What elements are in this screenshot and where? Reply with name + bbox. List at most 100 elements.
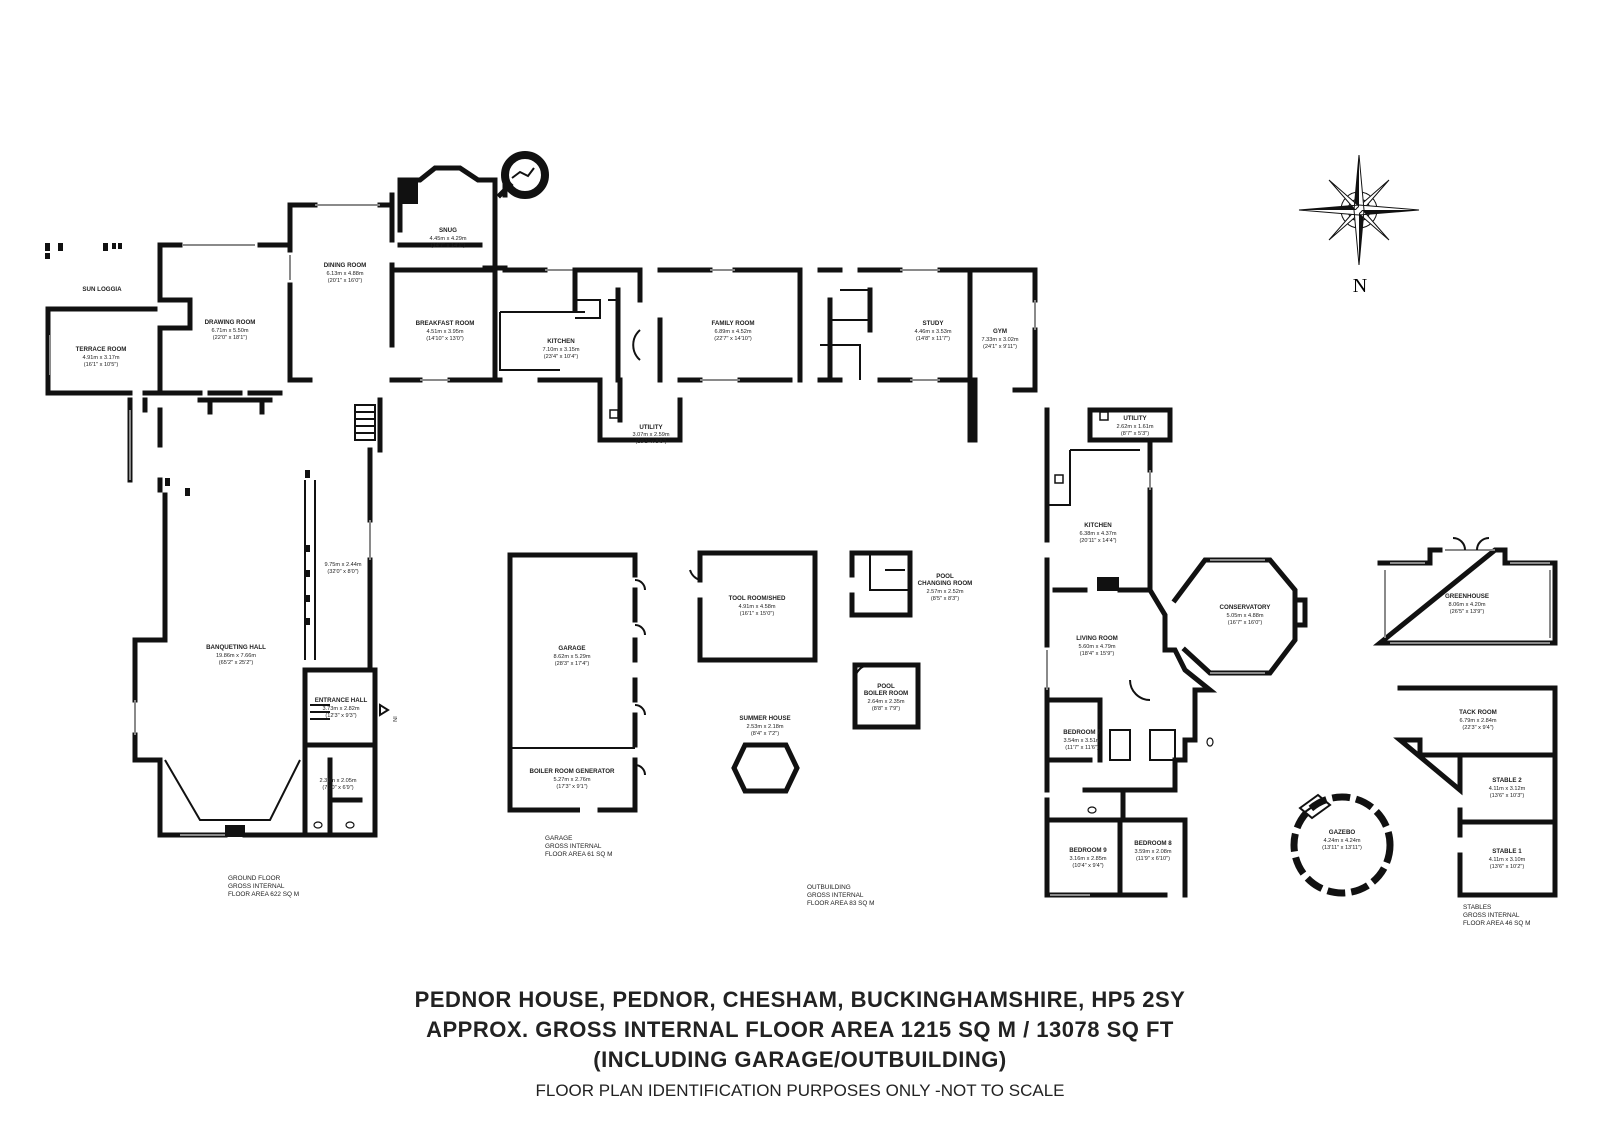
svg-text:4.91m x 4.58m: 4.91m x 4.58m [739, 604, 776, 610]
svg-text:(26'5" x 13'9"): (26'5" x 13'9") [1450, 609, 1485, 615]
label-utility: UTILITY [639, 424, 663, 431]
compass-rose [1298, 154, 1420, 266]
svg-text:5.60m x 4.79m: 5.60m x 4.79m [1079, 644, 1116, 650]
tool-room-walls [689, 550, 818, 663]
svg-text:3.07m x 2.59m: 3.07m x 2.59m [633, 432, 670, 438]
svg-text:CHANGING ROOM: CHANGING ROOM [918, 580, 973, 587]
label-breakfast-room: BREAKFAST ROOM [416, 320, 475, 327]
svg-text:6.13m x 4.88m: 6.13m x 4.88m [327, 271, 364, 277]
svg-text:(13'6" x 10'2"): (13'6" x 10'2") [1490, 864, 1525, 870]
svg-text:(10'1" x 8'6"): (10'1" x 8'6") [635, 439, 666, 445]
svg-text:4.24m x 4.24m: 4.24m x 4.24m [1324, 838, 1361, 844]
svg-text:4.91m x 3.17m: 4.91m x 3.17m [83, 355, 120, 361]
label-corridor: 9.75m x 2.44m [325, 562, 362, 568]
gross-area-line: APPROX. GROSS INTERNAL FLOOR AREA 1215 S… [426, 1017, 1174, 1042]
svg-text:(14'10" x 13'0"): (14'10" x 13'0") [426, 336, 464, 342]
label-stable-1: STABLE 1 [1492, 848, 1522, 855]
svg-text:6.71m x 5.50m: 6.71m x 5.50m [212, 328, 249, 334]
svg-text:BOILER ROOM: BOILER ROOM [864, 690, 908, 697]
label-bedroom-8: BEDROOM 8 [1134, 840, 1172, 847]
greenhouse-walls [1372, 537, 1558, 646]
svg-text:(14'7" x 14'1"): (14'7" x 14'1") [431, 243, 466, 249]
annex-walls [1044, 407, 1218, 898]
area-notes: GROUND FLOOR GROSS INTERNAL FLOOR AREA 6… [228, 835, 1530, 927]
stables-walls [1393, 685, 1558, 898]
label-in: IN [391, 716, 397, 722]
svg-text:(8'7" x 5'3"): (8'7" x 5'3") [1121, 431, 1149, 437]
svg-text:(14'8" x 11'7"): (14'8" x 11'7") [916, 336, 950, 342]
label-living-room: LIVING ROOM [1076, 635, 1118, 642]
svg-text:(22'3" x 9'4"): (22'3" x 9'4") [1462, 725, 1493, 731]
svg-text:7.10m x 3.15m: 7.10m x 3.15m [543, 347, 580, 353]
label-tool-room: TOOL ROOM/SHED [729, 595, 786, 602]
svg-text:(10'4" x 9'4"): (10'4" x 9'4") [1072, 863, 1103, 869]
label-tack-room: TACK ROOM [1459, 709, 1497, 716]
svg-text:4.11m x 3.10m: 4.11m x 3.10m [1489, 857, 1526, 863]
ground-floor-area-note: GROUND FLOOR [228, 875, 281, 882]
label-drawing-room: DRAWING ROOM [205, 319, 256, 326]
svg-text:(13'11" x 13'11"): (13'11" x 13'11") [1322, 845, 1362, 851]
svg-text:8.06m x 4.20m: 8.06m x 4.20m [1449, 602, 1486, 608]
svg-text:(12'3" x 9'3"): (12'3" x 9'3") [325, 713, 356, 719]
svg-text:(11'7" x 11'6"): (11'7" x 11'6") [1065, 745, 1099, 751]
label-annex-kitchen: KITCHEN [1084, 522, 1112, 529]
svg-text:(11'9" x 6'10"): (11'9" x 6'10") [1136, 856, 1170, 862]
svg-text:GROSS INTERNAL: GROSS INTERNAL [807, 892, 864, 899]
svg-text:(23'4" x 10'4"): (23'4" x 10'4") [544, 354, 579, 360]
svg-text:(16'1" x 15'0"): (16'1" x 15'0") [740, 611, 775, 617]
label-gym: GYM [993, 328, 1007, 335]
main-house-walls [45, 151, 1038, 838]
svg-text:2.64m x 2.35m: 2.64m x 2.35m [868, 699, 905, 705]
svg-text:FLOOR AREA 46 SQ M: FLOOR AREA 46 SQ M [1463, 920, 1530, 927]
label-stable-2: STABLE 2 [1492, 777, 1522, 784]
svg-text:(8'8" x 7'9"): (8'8" x 7'9") [872, 706, 900, 712]
stables-area-note: STABLES [1463, 904, 1491, 911]
svg-text:(8'4" x 7'2"): (8'4" x 7'2") [751, 731, 779, 737]
svg-text:(17'3" x 9'1"): (17'3" x 9'1") [556, 784, 587, 790]
label-annex-utility: UTILITY [1123, 415, 1147, 422]
svg-text:(65'2" x 25'2"): (65'2" x 25'2") [219, 660, 254, 666]
garage-area-note: GARAGE [545, 835, 572, 842]
label-pool-changing: POOL [936, 573, 954, 580]
label-sun-loggia: SUN LOGGIA [82, 286, 122, 293]
svg-text:4.46m x 3.53m: 4.46m x 3.53m [915, 329, 952, 335]
summer-house-walls [731, 742, 800, 794]
svg-text:(20'11" x 14'4"): (20'11" x 14'4") [1079, 538, 1116, 544]
label-bedroom-7: BEDROOM 7 [1063, 729, 1101, 736]
label-conservatory: CONSERVATORY [1220, 604, 1272, 611]
svg-text:6.79m x 2.84m: 6.79m x 2.84m [1460, 718, 1497, 724]
svg-text:4.45m x 4.29m: 4.45m x 4.29m [430, 236, 467, 242]
label-bedroom-9: BEDROOM 9 [1069, 847, 1107, 854]
svg-text:GROSS INTERNAL: GROSS INTERNAL [228, 883, 285, 890]
garage-walls [507, 552, 646, 813]
svg-text:(16'1" x 10'5"): (16'1" x 10'5") [84, 362, 119, 368]
svg-text:4.51m x 3.95m: 4.51m x 3.95m [427, 329, 464, 335]
label-garage: GARAGE [558, 645, 585, 652]
svg-text:(32'0" x 8'0"): (32'0" x 8'0") [327, 569, 358, 575]
svg-text:(22'7" x 14'10"): (22'7" x 14'10") [714, 336, 752, 342]
svg-text:3.59m x 2.08m: 3.59m x 2.08m [1135, 849, 1172, 855]
label-study: STUDY [923, 320, 945, 327]
svg-text:(18'4" x 15'9"): (18'4" x 15'9") [1080, 651, 1115, 657]
label-family-room: FAMILY ROOM [712, 320, 755, 327]
label-dining-room: DINING ROOM [324, 262, 367, 269]
svg-text:(16'7" x 16'0"): (16'7" x 16'0") [1228, 620, 1263, 626]
svg-text:(24'1" x 9'11"): (24'1" x 9'11") [983, 344, 1017, 350]
svg-text:GROSS INTERNAL: GROSS INTERNAL [545, 843, 602, 850]
label-greenhouse: GREENHOUSE [1445, 593, 1489, 600]
svg-text:2.53m x 2.18m: 2.53m x 2.18m [747, 724, 784, 730]
label-terrace-room: TERRACE ROOM [76, 346, 127, 353]
svg-text:(20'1" x 16'0"): (20'1" x 16'0") [328, 278, 363, 284]
svg-text:4.11m x 3.12m: 4.11m x 3.12m [1489, 786, 1526, 792]
svg-text:(13'6" x 10'3"): (13'6" x 10'3") [1490, 793, 1525, 799]
svg-text:3.54m x 3.51m: 3.54m x 3.51m [1064, 738, 1101, 744]
label-boiler-generator: BOILER ROOM GENERATOR [529, 768, 615, 775]
svg-text:5.27m x 2.76m: 5.27m x 2.76m [554, 777, 591, 783]
svg-text:(28'3" x 17'4"): (28'3" x 17'4") [555, 661, 590, 667]
svg-text:2.57m x 2.52m: 2.57m x 2.52m [927, 589, 964, 595]
pool-boiler-walls [852, 662, 921, 730]
svg-text:(22'0" x 18'1"): (22'0" x 18'1") [213, 335, 248, 341]
including-note: (INCLUDING GARAGE/OUTBUILDING) [593, 1047, 1007, 1072]
label-summer-house: SUMMER HOUSE [739, 715, 790, 722]
